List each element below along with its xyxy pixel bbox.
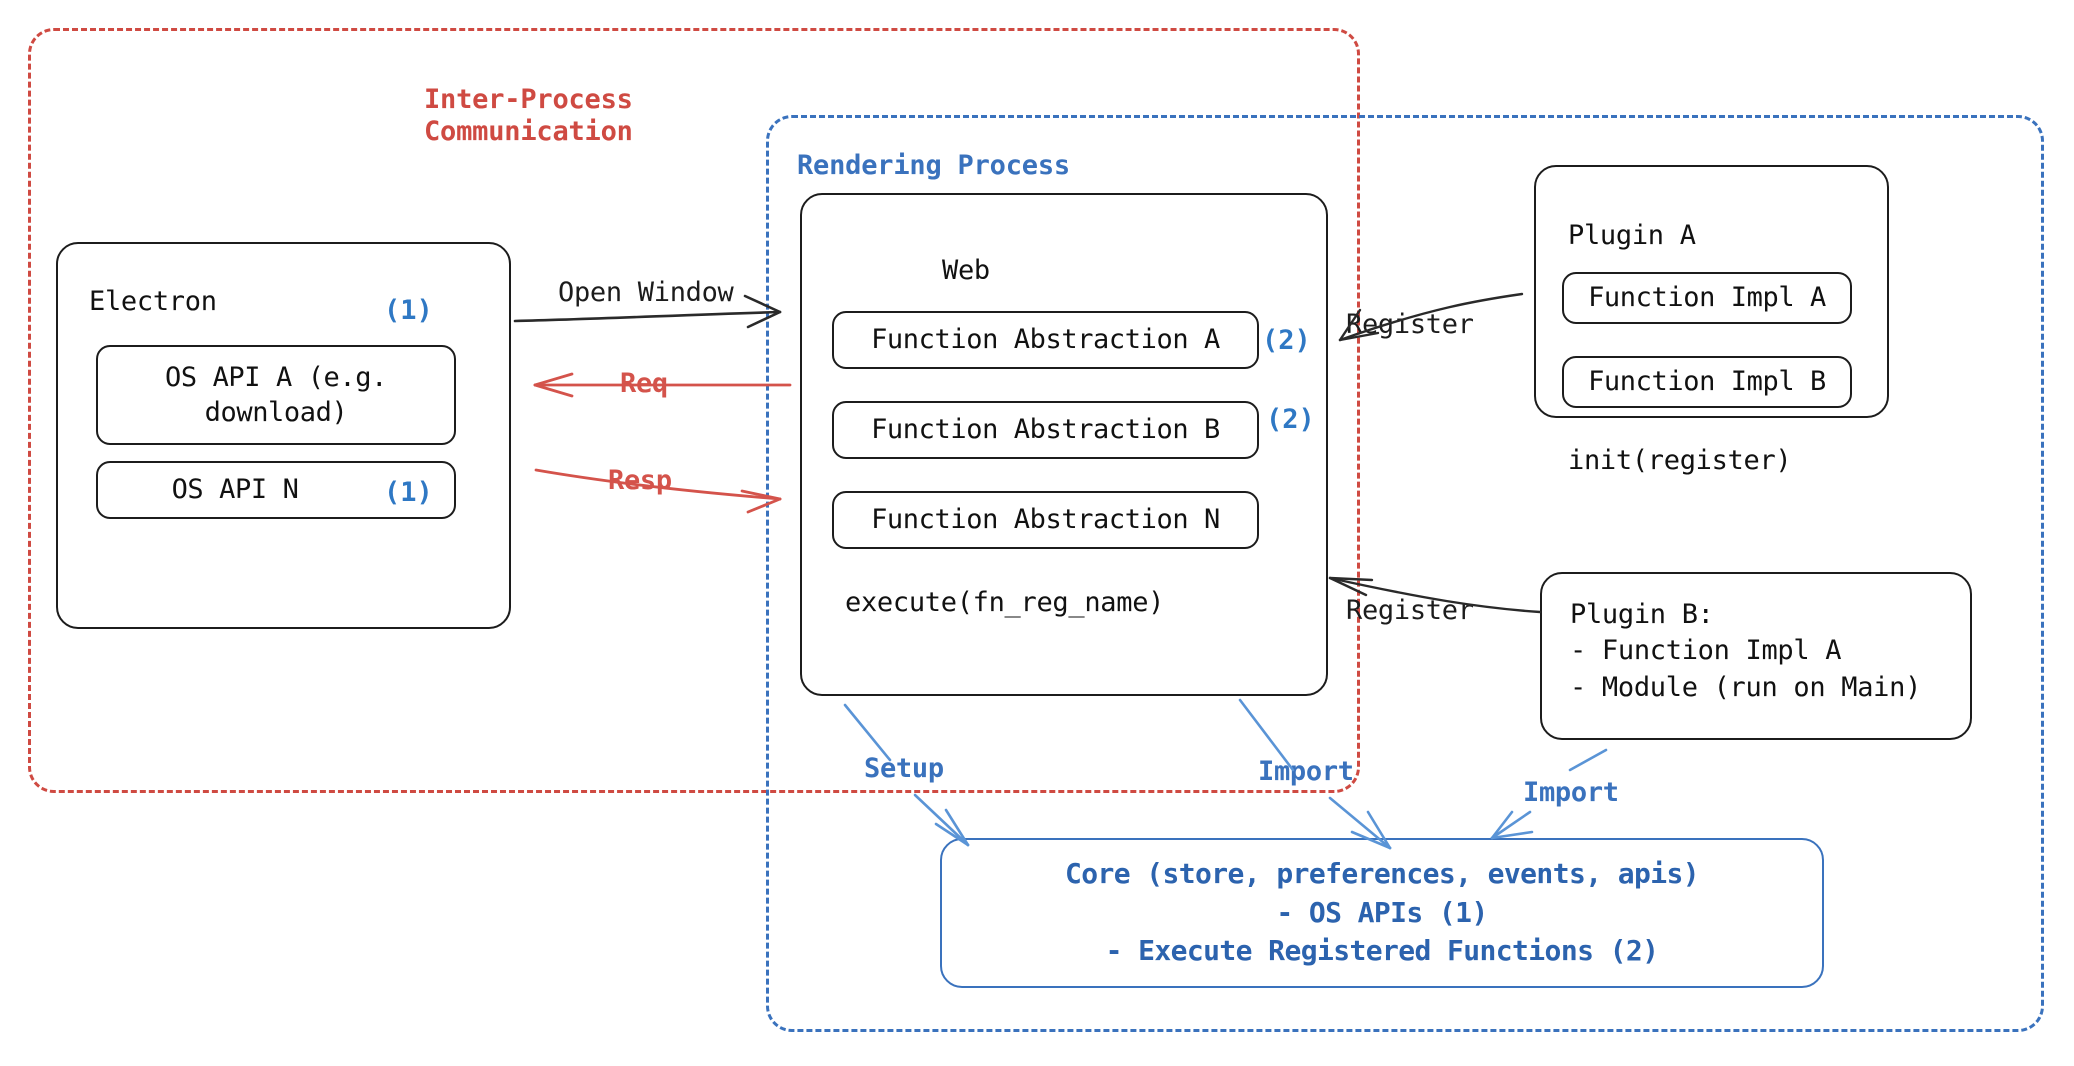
region-ipc-label-line1: Inter-Process [424, 84, 633, 115]
plugin-b-box [1540, 572, 1972, 740]
edge-label-setup: Setup [864, 753, 944, 784]
plugin-b-item-2: - Module (run on Main) [1570, 671, 1922, 703]
core-box: Core (store, preferences, events, apis) … [940, 838, 1824, 988]
region-ipc-label-line2: Communication [424, 115, 633, 147]
plugin-a-impl-a-box[interactable]: Function Impl A [1562, 272, 1852, 324]
core-line-2: - OS APIs (1) [1276, 895, 1488, 929]
function-abstraction-a-tag: (2) [1262, 325, 1311, 356]
region-rendering-process [766, 115, 2044, 1032]
plugin-a-title: Plugin A [1568, 220, 1696, 251]
os-api-n-tag: (1) [384, 477, 433, 508]
os-api-a-box[interactable]: OS API A (e.g. download) [96, 345, 456, 445]
os-api-n-box[interactable]: OS API N [96, 461, 456, 519]
plugin-a-impl-b-label: Function Impl B [1588, 366, 1826, 398]
function-abstraction-n-label: Function Abstraction N [871, 504, 1220, 536]
web-execute-label: execute(fn_reg_name) [845, 587, 1165, 618]
edge-label-register-plugin-a: Register [1346, 309, 1474, 340]
plugin-b-title: Plugin B: [1570, 599, 1714, 630]
os-api-a-line1: OS API A (e.g. [165, 361, 387, 393]
os-api-n-label: OS API N [171, 474, 299, 506]
plugin-a-init-label: init(register) [1568, 445, 1792, 476]
function-abstraction-b-tag: (2) [1266, 404, 1315, 435]
function-abstraction-b-box[interactable]: Function Abstraction B [832, 401, 1259, 459]
plugin-a-impl-b-box[interactable]: Function Impl B [1562, 356, 1852, 408]
function-abstraction-a-box[interactable]: Function Abstraction A [832, 311, 1259, 369]
plugin-b-item-1: - Function Impl A [1570, 635, 1842, 667]
plugin-a-impl-a-label: Function Impl A [1588, 282, 1826, 314]
os-api-a-tag: (1) [384, 295, 433, 326]
core-line-1: Core (store, preferences, events, apis) [1064, 857, 1700, 891]
edge-label-open-window: Open Window [558, 277, 734, 308]
plugin-b-content: Plugin B: - Function Impl A - Module (run … [1570, 597, 1921, 706]
edge-label-import-plugin: Import [1523, 777, 1619, 808]
function-abstraction-a-label: Function Abstraction A [871, 324, 1220, 356]
os-api-a-line2: download) [204, 397, 348, 428]
function-abstraction-b-label: Function Abstraction B [871, 414, 1220, 446]
edge-label-resp: Resp [608, 465, 672, 496]
electron-title: Electron [89, 286, 217, 317]
region-rendering-process-label: Rendering Process [797, 150, 1070, 181]
edge-label-req: Req [620, 368, 668, 399]
edge-label-import-web: Import [1258, 756, 1354, 787]
edge-label-register-plugin-b: Register [1346, 595, 1474, 626]
os-api-a-label: OS API A (e.g. download) [165, 360, 387, 430]
core-line-3: - Execute Registered Functions (2) [1105, 934, 1659, 968]
function-abstraction-n-box[interactable]: Function Abstraction N [832, 491, 1259, 549]
web-title: Web [942, 255, 990, 286]
region-inter-process-communication [28, 28, 1360, 793]
